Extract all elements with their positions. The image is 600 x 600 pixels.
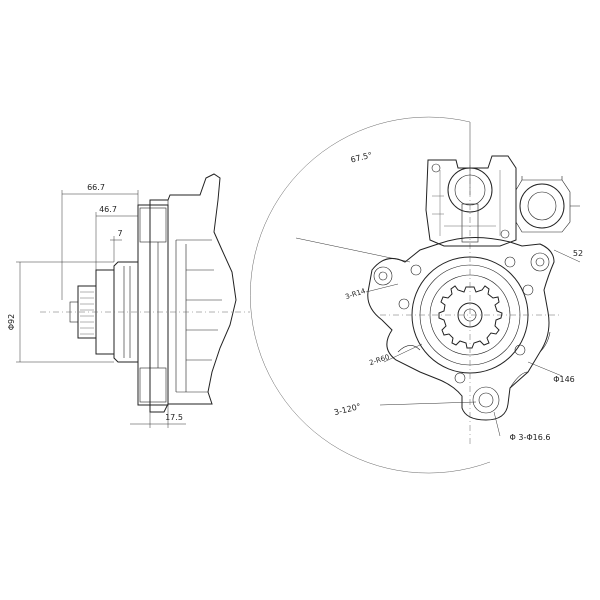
front-terminal bbox=[519, 183, 565, 229]
dim-flange-to-pinion: 46.7 bbox=[99, 205, 117, 214]
leader-radius-a bbox=[365, 283, 399, 293]
front-terminal-frame bbox=[515, 176, 580, 233]
front-solenoid-body bbox=[425, 155, 517, 247]
leader-pilot bbox=[527, 361, 563, 377]
leader-bolt-pattern bbox=[379, 401, 477, 406]
side-view: 66.7 46.7 7 Φ92 17.5 bbox=[7, 173, 250, 428]
leader-radius-b bbox=[383, 343, 423, 363]
side-housing-outline bbox=[149, 173, 237, 413]
front-terminal-inner bbox=[527, 191, 557, 221]
dim-radius-b: 2-R60 bbox=[368, 353, 390, 367]
front-solenoid-details bbox=[432, 170, 501, 236]
front-bolt-holes bbox=[373, 252, 550, 414]
dim-mount-angle: 67.5° bbox=[350, 151, 373, 165]
dim-mount-holes: Φ 3-Φ16.6 bbox=[510, 433, 551, 442]
front-frame-lower bbox=[397, 331, 551, 389]
front-solenoid-cap bbox=[447, 167, 493, 213]
side-flange-bottom-lug bbox=[139, 367, 167, 403]
front-reference-arc bbox=[250, 116, 491, 474]
dim-radius-a: 3-R14 bbox=[344, 287, 367, 301]
side-flange-top-lug bbox=[139, 207, 167, 243]
front-ring-holes bbox=[398, 256, 534, 384]
side-flange bbox=[137, 204, 169, 406]
dim-bolt-pattern: 3-120° bbox=[333, 402, 362, 417]
front-pinion-gear bbox=[438, 285, 503, 349]
front-solenoid-cap-inner bbox=[454, 174, 486, 206]
front-view: 67.5° 3-120° 52 3-R14 2-R60 Φ146 Φ 3-Φ16… bbox=[250, 116, 583, 474]
front-solenoid-bolt bbox=[431, 163, 441, 173]
front-solenoid-bolt-2 bbox=[500, 229, 510, 239]
dim-flange-thickness: 17.5 bbox=[165, 413, 183, 422]
dim-offset: 52 bbox=[573, 249, 583, 258]
front-solenoid-stem bbox=[461, 203, 479, 243]
leader-mount-holes bbox=[493, 411, 501, 437]
front-flange-outline bbox=[367, 236, 555, 421]
leader-offset bbox=[553, 249, 581, 263]
side-pinion-teeth bbox=[80, 291, 94, 335]
dim-pinion-width: 7 bbox=[117, 229, 122, 238]
dim-pinion-diameter: Φ92 bbox=[7, 314, 16, 330]
dim-pilot-diameter: Φ146 bbox=[553, 375, 575, 384]
dim-overall-length: 66.7 bbox=[87, 183, 105, 192]
side-flange-inner bbox=[149, 205, 159, 405]
